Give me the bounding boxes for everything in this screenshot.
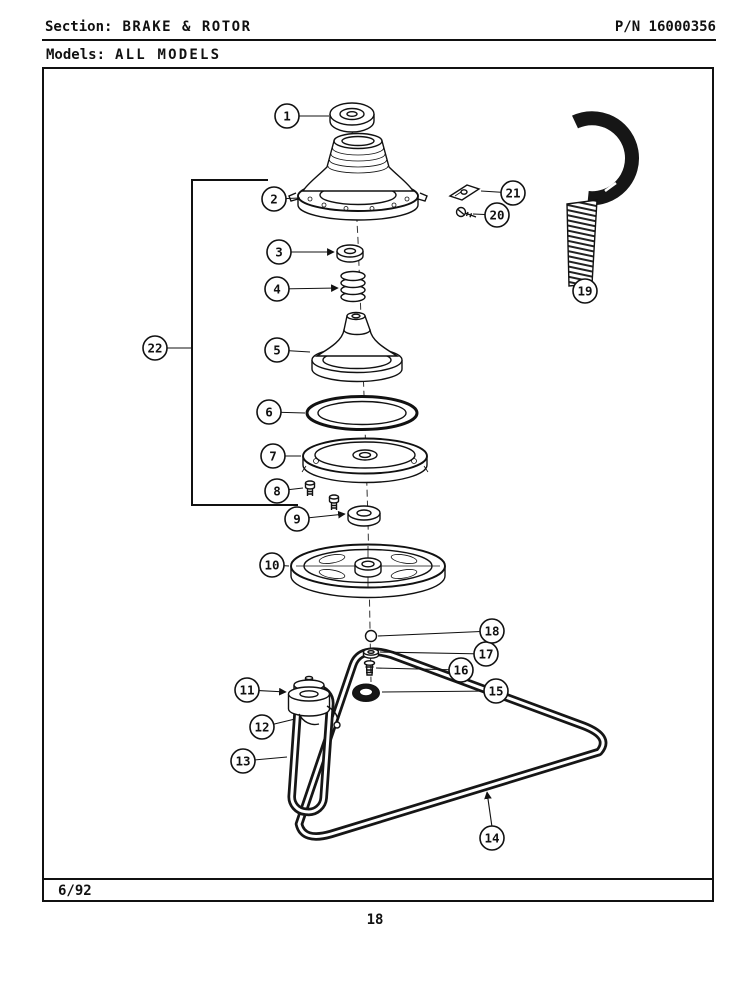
callout-22: 22 xyxy=(142,335,192,361)
part-gasket xyxy=(305,395,419,431)
part-washer xyxy=(336,244,364,263)
part-brake-band xyxy=(566,111,639,287)
svg-text:19: 19 xyxy=(577,284,592,299)
revision-date: 6/92 xyxy=(58,883,92,899)
callout-8: 8 xyxy=(264,478,304,504)
callout-15: 15 xyxy=(381,678,509,704)
svg-text:17: 17 xyxy=(478,647,493,662)
svg-text:10: 10 xyxy=(264,558,279,573)
callout-16: 16 xyxy=(375,657,474,683)
part-clutch-assembly xyxy=(287,675,341,729)
svg-text:20: 20 xyxy=(489,208,504,223)
callout-14: 14 xyxy=(479,791,505,851)
models-header: Models: ALL MODELS xyxy=(46,47,221,63)
part-cap xyxy=(352,683,380,702)
svg-text:3: 3 xyxy=(275,245,283,260)
svg-text:18: 18 xyxy=(484,624,499,639)
svg-text:15: 15 xyxy=(488,684,503,699)
callout-19: 19 xyxy=(572,278,598,304)
part-brake-rotor xyxy=(311,311,403,383)
callout-20: 20 xyxy=(472,202,510,228)
callout-4: 4 xyxy=(264,276,339,302)
callout-21: 21 xyxy=(480,180,526,206)
callout-6: 6 xyxy=(256,399,306,425)
callout-18: 18 xyxy=(377,618,505,644)
svg-text:21: 21 xyxy=(505,186,520,201)
svg-text:7: 7 xyxy=(269,449,277,464)
part-drive-belt xyxy=(294,647,608,841)
section-header: Section: BRAKE & ROTOR xyxy=(45,19,252,35)
svg-text:11: 11 xyxy=(239,683,254,698)
svg-text:6: 6 xyxy=(265,405,273,420)
part-brake-package xyxy=(288,132,428,221)
svg-text:4: 4 xyxy=(273,282,281,297)
svg-text:1: 1 xyxy=(283,109,291,124)
callout-7: 7 xyxy=(260,443,301,469)
callout-3: 3 xyxy=(266,239,335,265)
svg-text:2: 2 xyxy=(270,192,278,207)
svg-text:22: 22 xyxy=(147,341,162,356)
part-screw xyxy=(363,660,376,676)
models-value: ALL MODELS xyxy=(115,47,222,63)
part-bearing-lower xyxy=(347,505,381,527)
part-washer-small xyxy=(362,648,380,659)
part-pulley xyxy=(290,543,446,599)
callout-2: 2 xyxy=(261,186,301,212)
part-bolts xyxy=(304,480,340,510)
callout-10: 10 xyxy=(259,552,290,578)
svg-text:8: 8 xyxy=(273,484,281,499)
page-number: 18 xyxy=(366,912,384,928)
callout-13: 13 xyxy=(230,748,288,774)
part-screw-small xyxy=(455,206,477,218)
part-number: P/N 16000356 xyxy=(614,19,716,35)
svg-text:14: 14 xyxy=(484,831,499,846)
svg-text:13: 13 xyxy=(235,754,250,769)
callout-1: 1 xyxy=(274,103,329,129)
section-label: Section: xyxy=(45,19,113,35)
part-spring xyxy=(340,270,366,303)
callout-5: 5 xyxy=(264,337,311,363)
callout-17: 17 xyxy=(379,641,499,667)
svg-text:9: 9 xyxy=(293,512,301,527)
svg-text:16: 16 xyxy=(453,663,468,678)
section-title: BRAKE & ROTOR xyxy=(122,19,252,35)
callout-11: 11 xyxy=(234,677,287,703)
center-axis-line xyxy=(351,126,372,683)
svg-text:5: 5 xyxy=(273,343,281,358)
svg-text:12: 12 xyxy=(254,720,269,735)
part-ball xyxy=(364,629,378,643)
footer-rule xyxy=(42,878,714,880)
models-label: Models: xyxy=(46,47,106,63)
callout-9: 9 xyxy=(284,506,346,532)
header-rule xyxy=(42,39,716,41)
part-brake-plate xyxy=(301,437,429,484)
callout-12: 12 xyxy=(249,714,296,740)
bracket-22 xyxy=(191,179,298,506)
part-bearing-top xyxy=(329,102,375,133)
part-clip xyxy=(448,184,481,201)
